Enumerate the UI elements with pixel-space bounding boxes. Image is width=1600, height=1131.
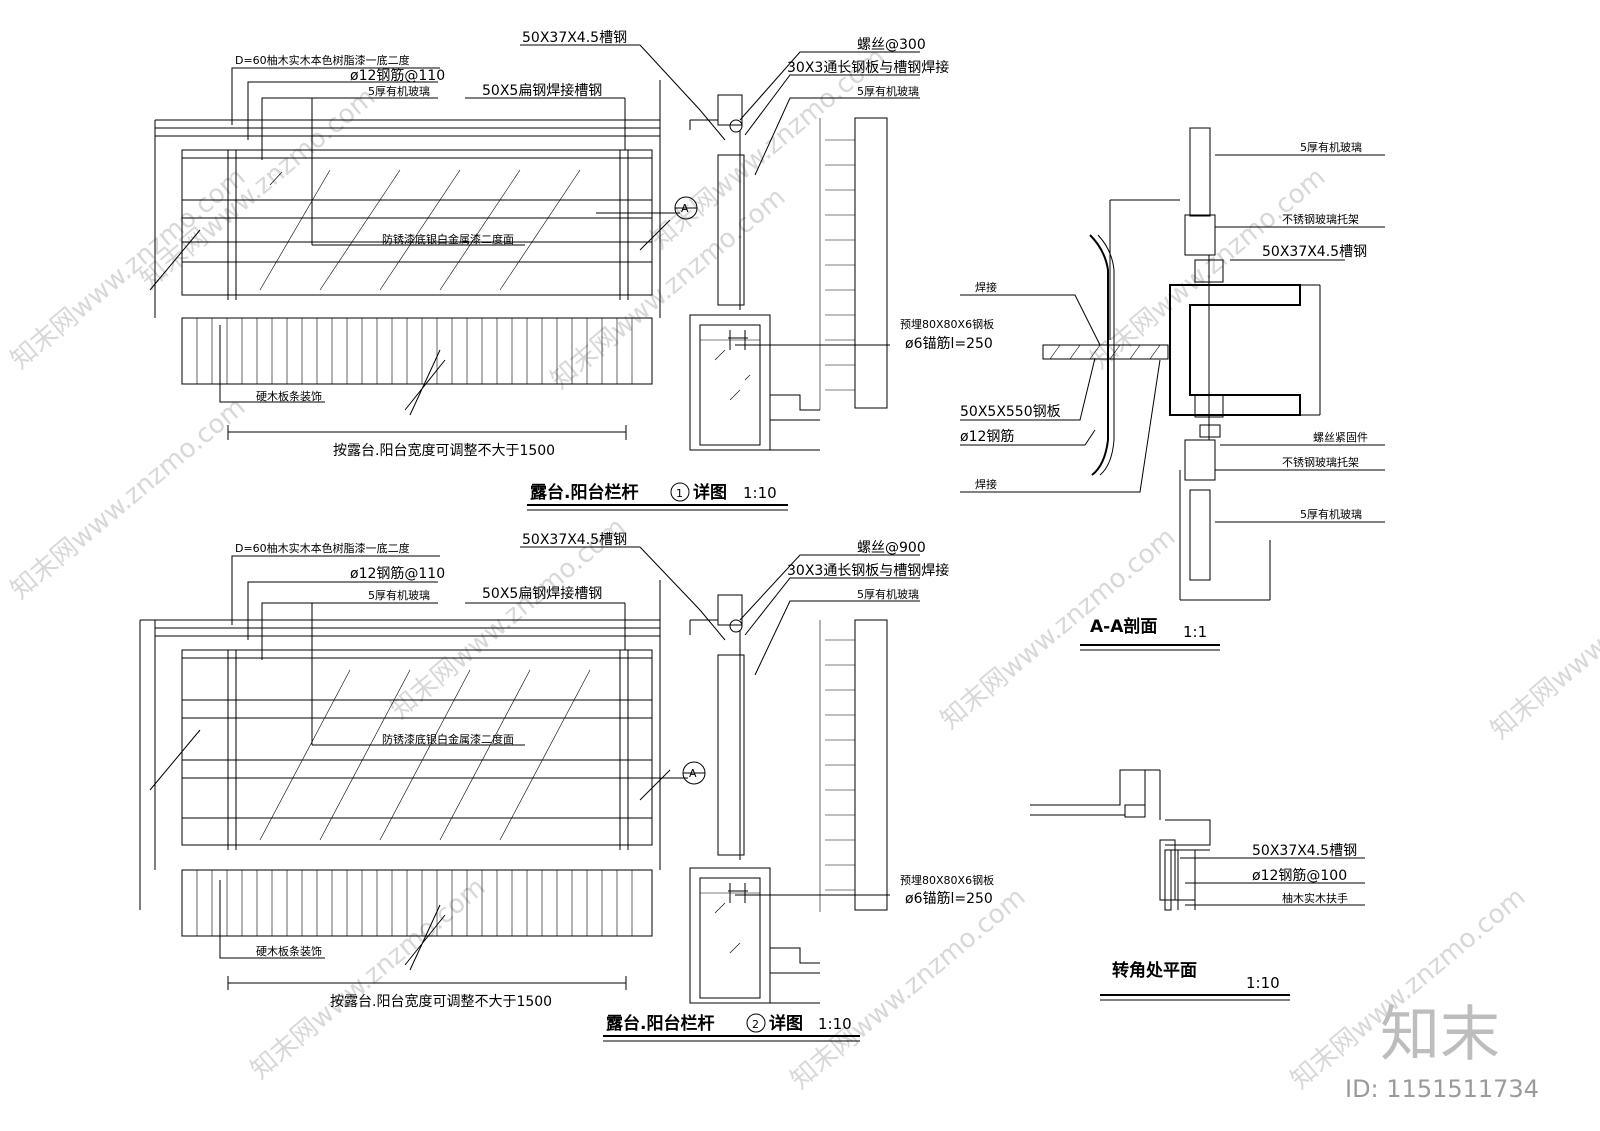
watermark-text: 知末网www.znzmo.com [785,882,1031,1095]
label-screw: 螺丝@900 [857,540,926,556]
label-screw: 螺丝@300 [857,37,926,53]
watermark-text: 知末网www.znzmo.com [5,392,251,605]
corner-plan-scale: 1:10 [1246,974,1280,992]
brand-logo: 知末 [1380,1000,1500,1070]
label-handrail: 柚木实木扶手 [1282,891,1348,905]
label-holder-bottom: 不锈钢玻璃托架 [1282,455,1359,469]
detail-2-section [520,546,920,1004]
label-glass: 5厚有机玻璃 [368,84,430,98]
watermark-text: 知末网www.znzmo.com [1085,162,1331,375]
label-width-note: 按露台.阳台宽度可调整不大于1500 [333,442,555,459]
detail-2-labels: D=60柚木实木本色树脂漆一底二度 ø12钢筋@110 5厚有机玻璃 50X5扁… [235,541,697,1010]
label-wood: 硬木板条装饰 [256,944,322,958]
label-weld-top: 焊接 [975,280,997,294]
detail-1-title-suffix: 详图 [693,482,727,503]
detail-2-title-block: 露台.阳台栏杆 2 详图 1:10 [603,1013,860,1042]
corner-plan [1030,769,1365,911]
label-plate: 30X3通长钢板与槽钢焊接 [787,562,949,579]
section-aa-title-block: A-A剖面 1:1 [1080,616,1220,651]
watermark-text: 知末网www.znzmo.com [245,872,491,1085]
watermark-text: 知末网www.znzmo.com [1485,532,1600,745]
label-weld-bottom: 焊接 [975,477,997,491]
label-handrail: D=60柚木实木本色树脂漆一底二度 [235,541,410,555]
detail-1-number: 1 [676,487,683,500]
detail-1-title-block: 露台.阳台栏杆 1 详图 1:10 [527,482,788,511]
label-glass: 5厚有机玻璃 [368,588,430,602]
label-channel: 50X37X4.5槽钢 [1252,843,1357,859]
label-glass-section: 5厚有机玻璃 [857,84,919,98]
label-rebar: ø12钢筋@110 [350,67,445,84]
section-aa-title: A-A剖面 [1090,616,1157,637]
label-flat-steel: 50X5扁钢焊接槽钢 [482,82,602,99]
corner-plan-labels: 50X37X4.5槽钢 ø12钢筋@100 柚木实木扶手 [1252,843,1357,905]
label-plate: 30X3通长钢板与槽钢焊接 [787,59,949,76]
detail-2-section-labels: 50X37X4.5槽钢 螺丝@900 30X3通长钢板与槽钢焊接 5厚有机玻璃 … [522,532,994,907]
label-bolt: 螺丝紧固件 [1313,431,1368,444]
image-id: ID: 1151511734 [1345,1075,1539,1103]
label-paint: 防锈漆底银白金属漆二度面 [382,232,514,246]
label-rebar: ø12钢筋 [960,428,1014,445]
detail-1-section-labels: 50X37X4.5槽钢 螺丝@300 30X3通长钢板与槽钢焊接 5厚有机玻璃 … [522,30,994,352]
detail-1-elevation [149,67,698,440]
section-aa-scale: 1:1 [1183,623,1207,641]
detail-1-title: 露台.阳台栏杆 [530,482,638,503]
detail-2-title-suffix: 详图 [769,1013,803,1034]
label-holder-top: 不锈钢玻璃托架 [1282,212,1359,226]
label-channel: 50X37X4.5槽钢 [522,30,627,46]
label-glass-section: 5厚有机玻璃 [857,587,919,601]
label-handrail: D=60柚木实木本色树脂漆一底二度 [235,53,410,67]
label-channel: 50X37X4.5槽钢 [522,532,627,548]
label-embed: 预埋80X80X6钢板 [900,873,994,887]
section-aa [960,127,1385,601]
label-flat-steel: 50X5扁钢焊接槽钢 [482,585,602,602]
detail-2-title: 露台.阳台栏杆 [606,1013,714,1034]
detail-2-scale: 1:10 [818,1015,852,1033]
detail-1-section [520,44,920,451]
label-wood: 硬木板条装饰 [256,389,322,403]
label-channel: 50X37X4.5槽钢 [1262,244,1367,260]
label-anchor: ø6锚筋l=250 [905,890,993,907]
section-aa-labels: 5厚有机玻璃 不锈钢玻璃托架 50X37X4.5槽钢 焊接 50X5X550钢板… [960,140,1368,521]
label-width-note: 按露台.阳台宽度可调整不大于1500 [330,993,552,1010]
detail-1-scale: 1:10 [743,484,777,502]
label-glass-bottom: 5厚有机玻璃 [1300,507,1362,521]
corner-plan-title: 转角处平面 [1112,960,1197,981]
section-mark: A [689,767,697,780]
watermark-text: 知末网www.znzmo.com [5,162,251,375]
label-paint: 防锈漆底银白金属漆二度面 [382,732,514,746]
label-embed: 预埋80X80X6钢板 [900,317,994,331]
detail-1-labels: D=60柚木实木本色树脂漆一底二度 ø12钢筋@110 5厚有机玻璃 50X5扁… [235,53,689,459]
detail-2-elevation [139,555,706,990]
label-glass-top: 5厚有机玻璃 [1300,140,1362,154]
label-rebar: ø12钢筋@100 [1252,867,1347,884]
detail-2-number: 2 [752,1018,759,1031]
section-mark: A [681,202,689,215]
label-plate: 50X5X550钢板 [960,404,1061,420]
label-anchor: ø6锚筋l=250 [905,335,993,352]
label-rebar: ø12钢筋@110 [350,565,445,582]
corner-plan-title-block: 转角处平面 1:10 [1100,960,1290,1001]
